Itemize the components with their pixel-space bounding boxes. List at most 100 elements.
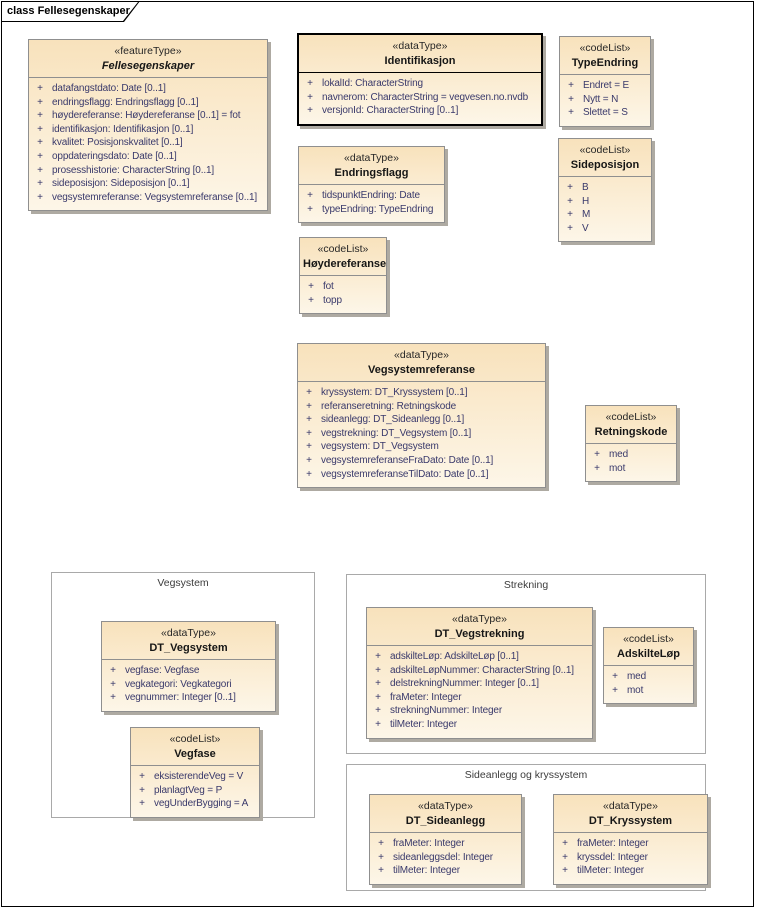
attribute-text: planlagtVeg = P	[154, 784, 223, 796]
class-header: «dataType» Endringsflagg	[299, 147, 444, 185]
package-frame-strekning[interactable]: Strekning	[346, 574, 706, 754]
class-header: «featureType» Fellesegenskaper	[29, 40, 267, 78]
visibility-plus: +	[308, 281, 314, 292]
class-box-identifikasjon[interactable]: «dataType» Identifikasjon +lokalId: Char…	[297, 33, 543, 126]
visibility-plus: +	[306, 441, 312, 453]
attribute-row: +vegsystemreferanse: Vegsystemreferanse …	[29, 191, 265, 205]
class-name: TypeEndring	[571, 57, 639, 69]
class-box-fellesegenskaper[interactable]: «featureType» Fellesegenskaper +datafang…	[28, 39, 268, 212]
attribute-row: +mot	[604, 684, 691, 698]
attributes-compartment: +tidspunktEndring: Date+typeEndring: Typ…	[299, 185, 444, 222]
class-box-dt-vegsystem[interactable]: «dataType» DT_Vegsystem +vegfase: Vegfas…	[101, 621, 276, 712]
attribute-text: identifikasjon: Identifikasjon [0..1]	[52, 123, 194, 135]
class-header: «codeList» TypeEndring	[560, 37, 650, 75]
attributes-compartment: +med+mot	[586, 444, 676, 481]
class-box-vegsystemreferanse[interactable]: «dataType» Vegsystemreferanse +kryssyste…	[297, 343, 546, 489]
attribute-text: vegsystemreferanseFraDato: Date [0..1]	[321, 454, 494, 466]
class-header: «codeList» Vegfase	[131, 728, 259, 766]
class-box-hoydereferanse[interactable]: «codeList» Høydereferanse +fot+topp	[299, 237, 387, 315]
stereotype-label: «dataType»	[344, 152, 399, 164]
package-label: Strekning	[503, 579, 549, 591]
attribute-text: fraMeter: Integer	[577, 838, 649, 849]
attribute-text: kvalitet: Posisjonskvalitet [0..1]	[52, 137, 183, 149]
attribute-text: endringsflagg: Endringsflagg [0..1]	[52, 96, 199, 108]
stereotype-label: «featureType»	[114, 45, 182, 57]
visibility-plus: +	[612, 671, 618, 682]
package-label: Vegsystem	[157, 577, 209, 589]
diagram-title: class Fellesegenskaper	[7, 5, 130, 17]
stereotype-label: «codeList»	[579, 144, 631, 156]
visibility-plus: +	[567, 222, 573, 234]
visibility-plus: +	[378, 851, 384, 863]
attributes-compartment: +kryssystem: DT_Kryssystem [0..1] + refera…	[298, 382, 545, 487]
class-name: Vegfase	[174, 748, 216, 760]
attribute-row: +med	[586, 448, 674, 462]
visibility-plus: +	[375, 705, 381, 717]
class-box-adskiltelop[interactable]: «codeList» AdskilteLøp +med+mot	[603, 627, 694, 705]
class-name: Vegsystemreferanse	[367, 364, 475, 376]
attribute-text: sideanleggsdel: Integer	[393, 851, 493, 863]
class-box-dt-vegstrekning[interactable]: «dataType» DT_Vegstrekning +adskilteLøp:…	[366, 607, 593, 739]
attribute-row: +strekningNummer: Integer	[367, 704, 590, 718]
class-box-dt-kryssystem[interactable]: «dataType» DT_Kryssystem +fraMeter: Inte…	[553, 794, 708, 885]
visibility-plus: +	[375, 691, 381, 703]
attribute-text: Endret = E	[583, 80, 630, 91]
attribute-text: tilMeter: Integer	[393, 865, 460, 877]
attribute-row: +vegkategori: Vegkategori	[102, 678, 273, 692]
class-box-dt-sideanlegg[interactable]: «dataType» DT_Sideanlegg +fraMeter: Inte…	[369, 794, 522, 885]
visibility-plus: +	[562, 865, 568, 877]
attribute-text: referanseretning: Retningskode	[321, 400, 457, 412]
visibility-plus: +	[37, 83, 43, 94]
attributes-compartment: +vegfase: Vegfase+vegkategori: Vegkatego…	[102, 660, 275, 711]
attribute-text: tilMeter: Integer	[577, 865, 644, 877]
stereotype-label: «dataType»	[394, 349, 449, 361]
attribute-row: +høydereferanse: Høydereferanse [0..1] =…	[29, 109, 265, 123]
attribute-row: +versjonId: CharacterString [0..1]	[299, 104, 539, 118]
diagram-frame-tab-fill	[2, 2, 138, 21]
class-box-retningskode[interactable]: «codeList» Retningskode +med+mot	[585, 405, 677, 483]
class-header: «dataType» DT_Sideanlegg	[370, 795, 521, 833]
attribute-text: navnerom: CharacterString = vegvesen.no.…	[322, 91, 529, 103]
visibility-plus: +	[139, 798, 145, 810]
visibility-plus: +	[306, 468, 312, 480]
class-box-endringsflagg[interactable]: «dataType» Endringsflagg +tidspunktEndri…	[298, 146, 445, 224]
class-name: DT_Vegsystem	[149, 642, 228, 654]
visibility-plus: +	[378, 838, 384, 849]
attribute-row: +navnerom: CharacterString = vegvesen.no…	[299, 91, 539, 105]
visibility-plus: +	[307, 203, 313, 215]
attribute-row: +kryssystem: DT_Kryssystem [0..1]	[298, 386, 543, 400]
attribute-row: +identifikasjon: Identifikasjon [0..1]	[29, 123, 265, 137]
attribute-text: delstrekningNummer: Integer [0..1]	[390, 678, 539, 690]
visibility-plus: +	[139, 771, 145, 782]
attributes-compartment: +eksisterendeVeg = V+planlagtVeg = P+veg…	[131, 766, 259, 817]
stereotype-label: «dataType»	[161, 627, 216, 639]
class-box-vegfase[interactable]: «codeList» Vegfase +eksisterendeVeg = V+…	[130, 727, 260, 818]
attributes-compartment: +lokalId: CharacterString+navnerom: Char…	[299, 73, 541, 124]
class-name: DT_Sideanlegg	[405, 815, 486, 827]
visibility-plus: +	[37, 191, 43, 203]
attribute-row: +Endret = E	[560, 79, 648, 93]
attribute-text: Nytt = N	[583, 93, 619, 105]
class-header: «dataType» Vegsystemreferanse	[298, 344, 545, 382]
stereotype-label: «codeList»	[317, 243, 369, 255]
attribute-row: +kvalitet: Posisjonskvalitet [0..1]	[29, 136, 265, 150]
visibility-plus: +	[567, 195, 573, 207]
attribute-text: B	[582, 182, 589, 193]
attribute-row: +prosesshistorie: CharacterString [0..1]	[29, 164, 265, 178]
attribute-row: +med	[604, 670, 691, 684]
class-name: Høydereferanse	[303, 258, 387, 270]
visibility-plus: +	[594, 449, 600, 460]
attribute-row: +Nytt = N	[560, 93, 648, 107]
class-box-typeendring[interactable]: «codeList» TypeEndring +Endret = E+Nytt …	[559, 36, 651, 127]
class-name: Identifikasjon	[384, 55, 456, 67]
attribute-row: +tilMeter: Integer	[370, 864, 519, 878]
class-header: «codeList» Høydereferanse	[300, 238, 386, 276]
attribute-text: høydereferanse: Høydereferanse [0..1] = …	[52, 110, 241, 122]
class-header: «codeList» Retningskode	[586, 406, 676, 444]
attribute-text: vegstrekning: DT_Vegsystem [0..1]	[321, 427, 472, 439]
class-box-sideposisjon[interactable]: «codeList» Sideposisjon +B+H+M+V	[558, 138, 652, 243]
visibility-plus: +	[594, 462, 600, 474]
visibility-plus: +	[306, 427, 312, 439]
visibility-plus: +	[375, 664, 381, 676]
